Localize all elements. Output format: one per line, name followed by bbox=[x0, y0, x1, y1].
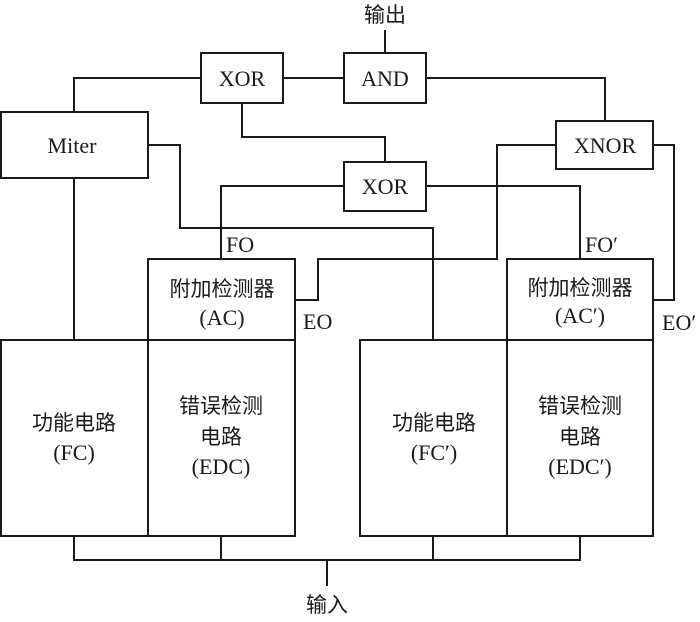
miter-label: Miter bbox=[48, 133, 98, 158]
fc-prime-label-line1: 功能电路 bbox=[392, 411, 476, 435]
fo-prime-label: FO′ bbox=[585, 232, 618, 257]
wire-eo-prime bbox=[653, 144, 675, 301]
xor-top-gate bbox=[200, 52, 284, 104]
and-label: AND bbox=[361, 66, 409, 91]
fc-prime-box bbox=[359, 339, 508, 537]
ac-prime-label-line1: 附加检测器 bbox=[528, 276, 633, 300]
wire-xor-top-to-xor-mid bbox=[241, 103, 386, 162]
output-label: 输出 bbox=[364, 3, 406, 27]
and-gate bbox=[343, 52, 427, 104]
ac-prime-box bbox=[506, 258, 654, 341]
input-label: 输入 bbox=[306, 593, 348, 617]
edc-prime-label-line2: 电路 bbox=[559, 425, 601, 449]
edc-prime-label-line1: 错误检测 bbox=[538, 394, 622, 418]
eo-prime-label: EO′ bbox=[662, 310, 696, 335]
wires bbox=[73, 30, 675, 586]
edc-prime-label-line3: (EDC′) bbox=[548, 454, 611, 479]
ac-label-line2: (AC) bbox=[199, 305, 244, 330]
wire-fo-prime bbox=[426, 185, 581, 259]
fo-label: FO bbox=[226, 232, 254, 257]
ac-prime-label-line2: (AC′) bbox=[555, 303, 605, 328]
edc-label-line1: 错误检测 bbox=[179, 394, 263, 418]
wire-and-to-xnor bbox=[426, 77, 606, 121]
wire-miter-to-fc-prime bbox=[148, 144, 434, 340]
fc-box bbox=[0, 339, 149, 537]
xor-mid-label: XOR bbox=[362, 174, 409, 199]
edc-label-line2: 电路 bbox=[200, 425, 242, 449]
xnor-label: XNOR bbox=[574, 133, 637, 158]
ac-label-line1: 附加检测器 bbox=[170, 277, 275, 301]
eo-label: EO bbox=[303, 309, 332, 334]
wire-fo bbox=[220, 185, 344, 259]
xor-mid-gate bbox=[343, 161, 427, 212]
fc-label-line1: 功能电路 bbox=[32, 411, 116, 435]
edc-box bbox=[147, 339, 296, 537]
wire-miter-to-xor-top bbox=[73, 77, 201, 112]
wire-eo bbox=[295, 144, 556, 301]
miter-box bbox=[0, 111, 149, 179]
wire-input-bus bbox=[73, 536, 581, 561]
edc-prime-box bbox=[506, 339, 654, 537]
edc-label-line3: (EDC) bbox=[192, 454, 251, 479]
fc-prime-label-line2: (FC′) bbox=[411, 440, 457, 465]
xor-top-label: XOR bbox=[219, 66, 266, 91]
xnor-gate bbox=[555, 120, 654, 170]
fc-label-line2: (FC) bbox=[53, 440, 95, 465]
